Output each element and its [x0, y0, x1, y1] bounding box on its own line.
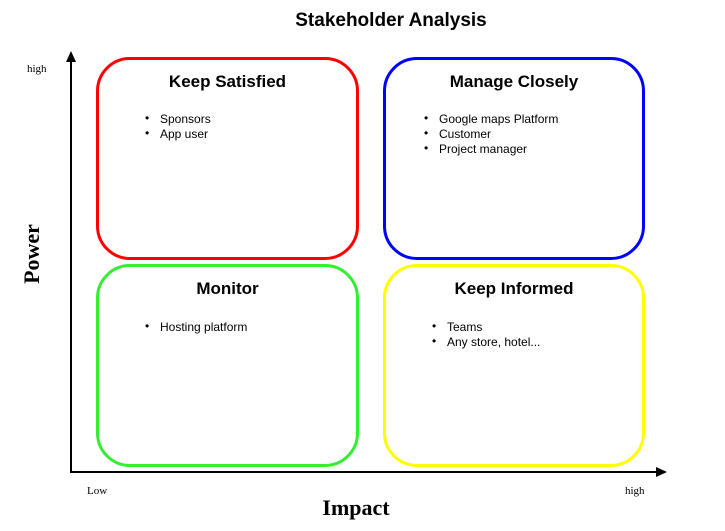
list-item: Customer: [424, 126, 558, 142]
quadrant-title: Keep Satisfied: [168, 72, 287, 91]
x-axis-low-label: Low: [87, 485, 108, 497]
y-axis-high-label: high: [27, 63, 47, 75]
x-axis-high-label: high: [625, 485, 645, 497]
list-item: App user: [145, 126, 211, 142]
diagram-title: Stakeholder Analysis: [295, 10, 487, 31]
x-axis-arrowhead: [656, 467, 667, 477]
stakeholder-list: Teams Any store, hotel...: [432, 319, 540, 350]
y-axis-arrowhead: [66, 51, 76, 62]
quadrant-manage-closely: Manage Closely Google maps Platform Cust…: [383, 57, 645, 260]
quadrant-title: Manage Closely: [449, 72, 579, 91]
list-item: Teams: [432, 319, 540, 335]
x-axis-title: Impact: [322, 495, 390, 520]
list-item: Sponsors: [145, 111, 211, 127]
quadrant-title: Monitor: [196, 279, 259, 298]
quadrant-title: Keep Informed: [454, 279, 574, 298]
list-item: Hosting platform: [145, 319, 247, 335]
quadrant-keep-satisfied: Keep Satisfied Sponsors App user: [96, 57, 359, 260]
list-item: Any store, hotel...: [432, 334, 540, 350]
y-axis-title: Power: [19, 224, 44, 284]
list-item: Google maps Platform: [424, 111, 558, 127]
stakeholder-list: Google maps Platform Customer Project ma…: [424, 111, 558, 157]
quadrant-keep-informed: Keep Informed Teams Any store, hotel...: [383, 264, 645, 467]
list-item: Project manager: [424, 141, 558, 157]
stakeholder-list: Hosting platform: [145, 319, 247, 335]
quadrant-monitor: Monitor Hosting platform: [96, 264, 359, 467]
stakeholder-list: Sponsors App user: [145, 111, 211, 142]
